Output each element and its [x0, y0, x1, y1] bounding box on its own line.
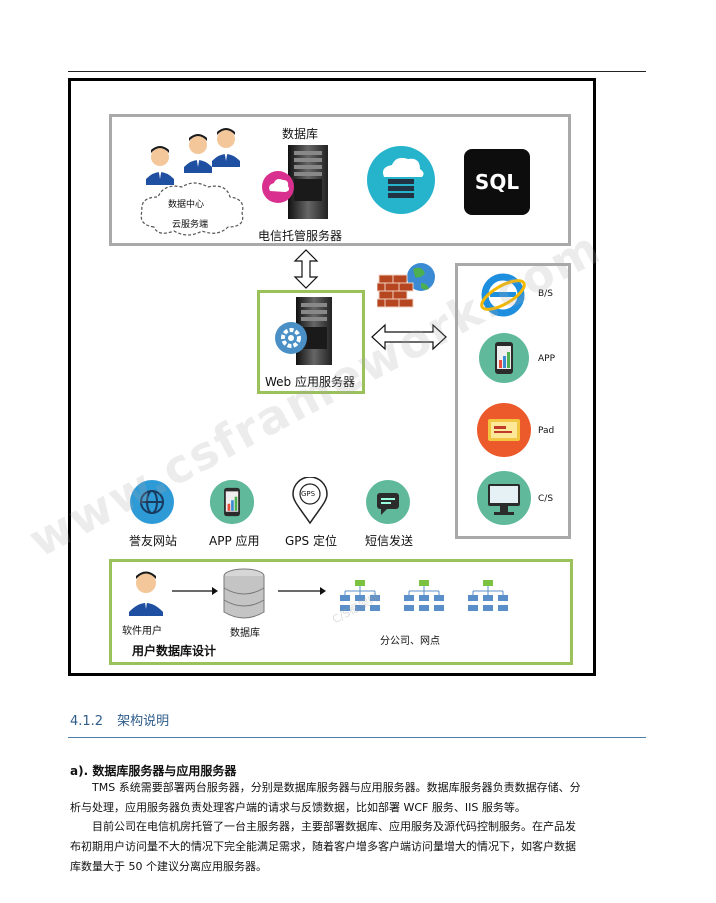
- phone-chart-icon: [209, 479, 255, 525]
- client-label-cs: C/S: [538, 494, 554, 504]
- vertical-double-arrow: [293, 249, 319, 289]
- service-label-website: 誉友网站: [129, 534, 178, 548]
- clients-group: B/S APP Pad C/S: [455, 263, 571, 539]
- server-tower-icon: [288, 145, 328, 219]
- cloud-icon: [140, 182, 244, 236]
- gps-pin-icon: [292, 477, 328, 525]
- sql-label: SQL: [474, 170, 520, 194]
- section-rule: [68, 737, 646, 738]
- service-label-sms: 短信发送: [365, 534, 414, 548]
- architecture-diagram: 数据库 数据中心 云服务端: [68, 78, 596, 676]
- section-title: 架构说明: [117, 714, 170, 729]
- cloud-label-1: 数据中心: [168, 200, 205, 210]
- ie-browser-icon: [480, 273, 526, 317]
- hosted-server-label: 电信托管服务器: [258, 229, 343, 243]
- sql-icon: SQL: [464, 149, 530, 215]
- org-chart-icon: [468, 580, 508, 611]
- paragraph-line: TMS 系统需要部署两台服务器，分别是数据库服务器与应用服务器。数据库服务器负责…: [92, 781, 581, 794]
- firewall-icon: [377, 263, 435, 308]
- database-title: 数据库: [282, 127, 319, 141]
- org-chart-icon: [404, 580, 444, 611]
- horizontal-double-arrow: [371, 323, 447, 351]
- client-label-app: APP: [538, 354, 556, 364]
- tablet-icon: [477, 403, 531, 457]
- paragraph-line: 析与处理，应用服务器负责处理客户端的请求与反馈数据，比如部署 WCF 服务、II…: [70, 801, 526, 814]
- client-label-pad: Pad: [538, 426, 555, 436]
- cloud-server-icon: [367, 146, 435, 214]
- web-server-group: Web 应用服务器: [257, 290, 365, 394]
- client-label-bs: B/S: [538, 289, 553, 299]
- web-server-label: Web 应用服务器: [265, 375, 355, 389]
- section-number: 4.1.2: [70, 714, 104, 729]
- service-label-app: APP 应用: [209, 534, 260, 548]
- org-chart-icon: [340, 580, 380, 611]
- user-database-caption: 用户数据库设计: [132, 644, 217, 658]
- phone-chart-icon: [479, 333, 529, 383]
- paragraph-line: 库数量大于 50 个建议分离应用服务器。: [70, 860, 267, 873]
- database-group: 数据库 数据中心 云服务端: [109, 114, 571, 246]
- paragraph-2: 目前公司在电信机房托管了一台主服务器，主要部署数据库、应用服务及源代码控制服务。…: [70, 817, 650, 877]
- subsection-title: a). 数据库服务器与应用服务器: [70, 764, 237, 778]
- globe-icon: [130, 480, 174, 524]
- message-icon: [366, 480, 410, 524]
- header-rule: [68, 71, 646, 72]
- arrow-right: [278, 587, 326, 595]
- paragraph-line: 布初期用户访问量不大的情况下完全能满足需求，随着客户增多客户端访问量增大的情况下…: [70, 840, 576, 853]
- monitor-icon: [477, 471, 531, 525]
- user-icon: [129, 571, 163, 616]
- service-label-gps: GPS 定位: [285, 534, 337, 548]
- database-label: 数据库: [230, 628, 260, 639]
- database-icon: [223, 568, 265, 619]
- cloud-label-2: 云服务端: [172, 220, 209, 230]
- user-database-group: 软件用户 数据库: [109, 559, 573, 665]
- paragraph-1: TMS 系统需要部署两台服务器，分别是数据库服务器与应用服务器。数据库服务器负责…: [70, 778, 650, 818]
- users-icon: [146, 128, 240, 185]
- branches-label: 分公司、网点: [380, 636, 440, 647]
- paragraph-line: 目前公司在电信机房托管了一台主服务器，主要部署数据库、应用服务及源代码控制服务。…: [92, 820, 576, 833]
- cloud-sync-icon: [262, 171, 294, 203]
- gps-badge-label: GPS: [301, 490, 316, 498]
- gear-icon: [275, 322, 307, 354]
- arrow-right: [172, 587, 218, 595]
- user-label: 软件用户: [122, 626, 162, 637]
- section-heading: 4.1.2 架构说明: [70, 710, 169, 729]
